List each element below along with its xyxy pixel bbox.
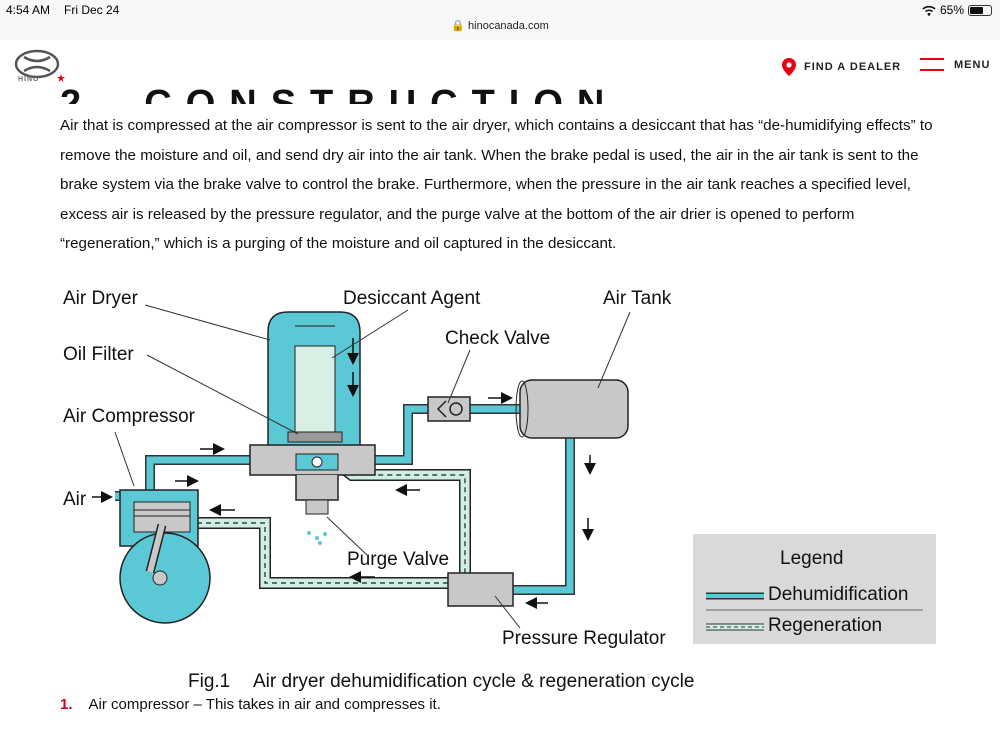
label-pressure-regulator: Pressure Regulator [502, 628, 666, 649]
legend: Legend Dehumidification Regeneration [693, 534, 936, 644]
hino-logo-icon[interactable] [14, 46, 60, 82]
legend-title: Legend [780, 548, 843, 569]
body-paragraph: Air that is compressed at the air compre… [60, 117, 933, 253]
battery-percent: 65% [939, 3, 964, 17]
url-text: hinocanada.com [468, 20, 549, 32]
address-bar[interactable]: 🔒 hinocanada.com [0, 19, 1000, 32]
air-dryer [249, 311, 376, 545]
hamburger-icon [920, 58, 944, 71]
find-a-dealer-label: FIND A DEALER [804, 61, 902, 73]
status-indicators: 65% [922, 3, 992, 17]
list-item-number: 1. [60, 696, 73, 713]
figure-number: Fig.1 [188, 671, 230, 692]
label-air-tank: Air Tank [603, 288, 672, 309]
find-a-dealer-link[interactable]: FIND A DEALER [782, 58, 901, 76]
label-air-inlet: Air [63, 489, 87, 510]
lock-icon: 🔒 [451, 20, 465, 32]
leader-lines [114, 304, 631, 629]
site-header [0, 40, 1000, 92]
air-tank [515, 379, 629, 439]
list-item: 1. Air compressor – This takes in air an… [60, 696, 441, 713]
legend-regeneration: Regeneration [768, 615, 882, 636]
label-purge-valve: Purge Valve [347, 549, 449, 570]
label-oil-filter: Oil Filter [63, 344, 134, 365]
menu-label: MENU [954, 58, 991, 71]
status-date: Fri Dec 24 [64, 3, 120, 17]
label-air-dryer: Air Dryer [63, 288, 139, 309]
wifi-icon [922, 5, 936, 16]
list-item-text: Air compressor – This takes in air and c… [88, 696, 441, 713]
legend-dehumidification: Dehumidification [768, 584, 908, 605]
pressure-regulator [447, 572, 514, 607]
menu-button[interactable]: MENU [920, 58, 990, 71]
air-compressor [119, 489, 211, 624]
maple-leaf-icon [57, 74, 65, 82]
label-air-compressor: Air Compressor [63, 406, 196, 427]
map-pin-icon [782, 58, 796, 76]
logo-text: HINO [18, 76, 40, 83]
battery-icon [968, 4, 992, 16]
flow-arrows [92, 392, 596, 609]
battery-fill [970, 6, 983, 14]
status-bar: 4:54 AM Fri Dec 24 🔒 hinocanada.com 65% [0, 0, 1000, 40]
status-time: 4:54 AM [6, 3, 51, 17]
air-dryer-diagram: Air Dryer Desiccant Agent Air Tank Check… [63, 288, 936, 692]
figure-caption: Air dryer dehumidification cycle & regen… [253, 671, 694, 692]
label-check-valve: Check Valve [445, 328, 550, 349]
label-desiccant-agent: Desiccant Agent [343, 288, 481, 309]
section-heading: 2. CONSTRUCTION [60, 83, 619, 104]
